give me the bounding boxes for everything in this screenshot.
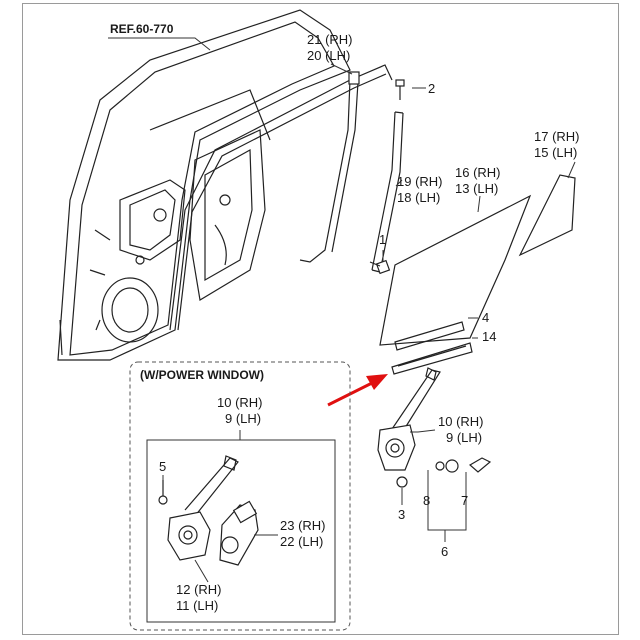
callout-23-rh: 23 (RH)	[280, 518, 326, 533]
callout-19-rh: 19 (RH)	[397, 174, 443, 189]
callout-7: 7	[461, 493, 468, 508]
bolt-1	[369, 259, 391, 275]
callout-10-rh-manual: 10 (RH)	[438, 414, 484, 429]
glass-channel-4	[394, 321, 465, 351]
window-motor	[219, 500, 259, 566]
callout-16-13: 16 (RH) 13 (LH)	[455, 165, 501, 196]
callout-1: 1	[379, 232, 386, 247]
glass-run-channel	[169, 64, 393, 331]
quarter-glass	[518, 174, 576, 257]
callout-3: 3	[398, 507, 405, 522]
callout-18-lh: 18 (LH)	[397, 190, 440, 205]
power-window-regulator	[167, 455, 239, 561]
power-window-group-box	[129, 361, 351, 631]
callout-17-rh: 17 (RH)	[534, 129, 580, 144]
power-window-group-title: (W/POWER WINDOW)	[140, 368, 264, 382]
callout-9-lh-power: 9 (LH)	[225, 411, 261, 426]
callout-16-rh: 16 (RH)	[455, 165, 501, 180]
diagram-frame	[22, 3, 619, 635]
callout-12-11: 12 (RH) 11 (LH)	[176, 582, 222, 613]
callout-10-9-power: 10 (RH) 9 (LH)	[217, 395, 263, 426]
callout-17-15: 17 (RH) 15 (LH)	[534, 129, 580, 160]
door-panel	[57, 9, 351, 361]
callout-13-lh: 13 (LH)	[455, 181, 498, 196]
callout-6: 6	[441, 544, 448, 559]
callout-9-lh-manual: 9 (LH)	[446, 430, 482, 445]
callout-8: 8	[423, 493, 430, 508]
callout-15-lh: 15 (LH)	[534, 145, 577, 160]
callout-23-22: 23 (RH) 22 (LH)	[280, 518, 326, 549]
callout-5: 5	[159, 459, 166, 474]
callout-20-lh: 20 (LH)	[307, 48, 350, 63]
callout-2: 2	[428, 81, 435, 96]
division-channel	[371, 111, 404, 273]
power-regulator-assembly-box	[146, 439, 336, 623]
callout-14: 14	[482, 329, 496, 344]
callout-10-rh-power: 10 (RH)	[217, 395, 263, 410]
callout-21-rh: 21 (RH)	[307, 32, 353, 47]
callout-19-18: 19 (RH) 18 (LH)	[397, 174, 443, 205]
glass-channel-14	[391, 342, 473, 375]
callout-12-rh: 12 (RH)	[176, 582, 222, 597]
callout-22-lh: 22 (LH)	[280, 534, 323, 549]
reference-label: REF.60-770	[110, 22, 174, 36]
callout-10-9-manual: 10 (RH) 9 (LH)	[438, 414, 484, 445]
callout-21-20: 21 (RH) 20 (LH)	[307, 32, 353, 63]
door-glass	[379, 194, 532, 346]
callout-11-lh: 11 (LH)	[176, 598, 218, 613]
bolt-2	[395, 79, 405, 100]
callout-4: 4	[482, 310, 489, 325]
manual-window-regulator	[377, 367, 492, 488]
bolt-5	[158, 480, 168, 505]
leader-lines	[108, 37, 576, 583]
red-arrow-indicator	[327, 374, 388, 407]
